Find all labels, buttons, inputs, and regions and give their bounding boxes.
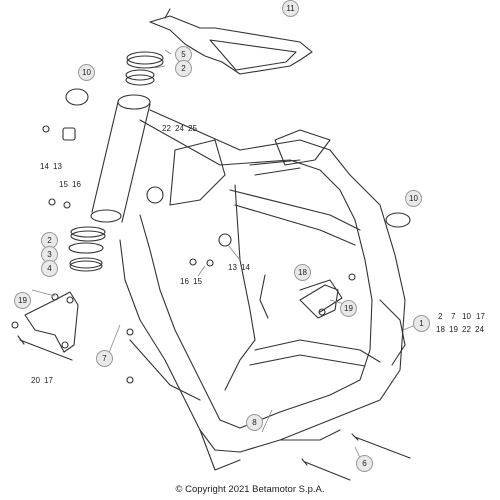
callout-2[interactable]: 2 xyxy=(41,232,58,249)
callout-22[interactable]: 22 xyxy=(162,124,171,133)
callout-16[interactable]: 16 xyxy=(72,180,81,189)
callout-6[interactable]: 6 xyxy=(356,455,373,472)
callout-10[interactable]: 10 xyxy=(462,312,471,321)
callout-15[interactable]: 15 xyxy=(193,277,202,286)
callout-25[interactable]: 25 xyxy=(188,124,197,133)
callout-2[interactable]: 2 xyxy=(438,312,443,321)
callout-14[interactable]: 14 xyxy=(40,162,49,171)
callout-19[interactable]: 19 xyxy=(14,292,31,309)
callout-16[interactable]: 16 xyxy=(180,277,189,286)
skid-plate xyxy=(149,8,313,75)
callout-20[interactable]: 20 xyxy=(31,376,40,385)
callout-19[interactable]: 19 xyxy=(340,300,357,317)
callout-2[interactable]: 2 xyxy=(175,60,192,77)
leader-lines xyxy=(31,49,419,459)
callout-7[interactable]: 7 xyxy=(96,350,113,367)
bolts xyxy=(11,125,411,481)
callout-3[interactable]: 3 xyxy=(41,246,58,263)
callout-10[interactable]: 10 xyxy=(78,64,95,81)
callout-18[interactable]: 18 xyxy=(294,264,311,281)
callout-17[interactable]: 17 xyxy=(476,312,485,321)
head-tube xyxy=(90,94,151,223)
callout-17[interactable]: 17 xyxy=(44,376,53,385)
main-frame xyxy=(119,109,406,471)
callout-14[interactable]: 14 xyxy=(241,263,250,272)
callout-24[interactable]: 24 xyxy=(175,124,184,133)
callout-4[interactable]: 4 xyxy=(41,260,58,277)
callout-24[interactable]: 24 xyxy=(475,325,484,334)
callout-10[interactable]: 10 xyxy=(405,190,422,207)
callout-7[interactable]: 7 xyxy=(451,312,456,321)
hose-clips xyxy=(65,88,411,228)
callout-1[interactable]: 1 xyxy=(413,315,430,332)
bearing-bottom xyxy=(68,226,106,272)
engine-mount-plates xyxy=(24,284,339,353)
bearing-top xyxy=(125,51,164,86)
callout-13[interactable]: 13 xyxy=(53,162,62,171)
callout-11[interactable]: 11 xyxy=(282,0,299,17)
copyright-text: © Copyright 2021 Betamotor S.p.A. xyxy=(175,484,325,495)
callout-19[interactable]: 19 xyxy=(449,325,458,334)
callout-15[interactable]: 15 xyxy=(59,180,68,189)
callout-22[interactable]: 22 xyxy=(462,325,471,334)
callout-18[interactable]: 18 xyxy=(436,325,445,334)
callout-13[interactable]: 13 xyxy=(228,263,237,272)
callout-8[interactable]: 8 xyxy=(246,414,263,431)
